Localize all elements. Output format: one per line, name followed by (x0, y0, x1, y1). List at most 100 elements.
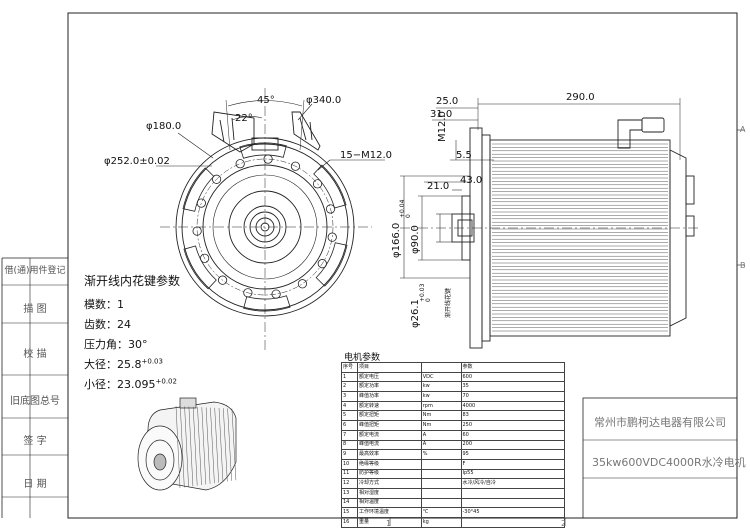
dia-90-label: φ90.0 (410, 225, 421, 254)
table-cell: 峰值电流 (356, 439, 422, 451)
table-cell (420, 478, 462, 489)
table-cell: 绝缘等级 (356, 458, 422, 470)
iso-fin-line (214, 407, 219, 483)
table-cell: 2 (341, 381, 358, 393)
cooling-slot (315, 242, 348, 287)
dia-180-label: φ180.0 (146, 121, 182, 132)
table-cell: kw (420, 381, 462, 393)
spline-major-dia-tolerance: +0.03 (141, 357, 163, 366)
side-label-borrow: 借(通)用件登记 (4, 266, 66, 276)
iso-fin-line (205, 407, 211, 484)
table-cell: 额定扭矩 (356, 410, 422, 422)
table-cell (420, 362, 462, 373)
side-view (400, 98, 700, 349)
iso-fin-line (218, 407, 224, 483)
table-cell: kw (420, 391, 462, 402)
table-cell: 额定功率 (356, 381, 422, 393)
company-name: 常州市鹏柯达电器有限公司 (594, 416, 726, 429)
side-label-trace: 描 图 (23, 304, 47, 315)
spline-minor-dia-tolerance: +0.02 (155, 377, 177, 386)
dia-252-label: φ252.0±0.02 (104, 156, 170, 167)
table-cell: 序号 (341, 362, 358, 373)
cooling-slot (182, 167, 215, 212)
table-cell: 1 (341, 371, 358, 383)
table-cell: 额定电压 (356, 371, 422, 383)
iso-fin-line (201, 407, 207, 485)
bolt-hole (327, 232, 337, 242)
table-cell: 工作环境温度 (356, 507, 422, 518)
table-cell (420, 458, 462, 470)
dia-166-label: φ166.0 (391, 222, 402, 258)
bolt-hole (211, 174, 222, 184)
table-cell: 83 (460, 410, 565, 422)
bolt-hole (290, 161, 301, 171)
cooling-slot (313, 164, 347, 209)
table-cell: 防护等级 (356, 468, 422, 480)
dia-340-label: φ340.0 (306, 95, 342, 106)
iso-fin-line (231, 408, 237, 481)
bolt-hole (217, 275, 228, 285)
product-name: 35kw600VDC4000R水冷电机 (592, 456, 746, 469)
table-cell: 95 (460, 449, 565, 460)
spline-major-diameter: 大径：25.8+0.03 (84, 356, 163, 372)
bolt-hole-pattern (182, 142, 348, 312)
margin-mark-b: B (740, 261, 746, 270)
spline-major-dia-value: 大径：25.8 (84, 358, 142, 371)
side-label-check: 校 描 (23, 349, 47, 360)
angle-22-label: 22° (235, 113, 253, 124)
dia-166-tolerance-lower: 0 (405, 214, 412, 218)
margin-mark-a: A (740, 125, 746, 134)
table-cell: 9 (341, 449, 358, 460)
iso-fin-line (175, 405, 181, 489)
thread-label: 15−M12.0 (340, 150, 392, 161)
table-cell: 相对湿度 (356, 487, 422, 499)
table-cell: A (420, 439, 462, 451)
iso-fin-line (210, 407, 215, 484)
iso-fin-line (197, 406, 202, 486)
table-cell: 额定转速 (356, 400, 422, 412)
table-cell: 重量 (356, 517, 422, 528)
motor-isometric-view (137, 397, 237, 491)
m12-label: M12.0 (437, 111, 448, 142)
table-cell: 相对温度 (356, 497, 422, 509)
table-cell (420, 497, 462, 509)
spline-minor-diameter: 小径：23.095+0.02 (84, 376, 177, 392)
cooling-slot (239, 142, 287, 159)
bolt-hole (312, 179, 323, 189)
table-cell: 最高效率 (356, 449, 422, 460)
table-cell: 14 (341, 497, 358, 509)
iso-fin-line (184, 406, 189, 487)
table-cell: 峰值功率 (356, 391, 422, 402)
table-cell (420, 468, 462, 480)
table-cell: F (460, 458, 565, 470)
dia-26-label: φ26.1 (410, 299, 421, 328)
spline-pressure-angle: 压力角：30° (84, 338, 148, 351)
bolt-hole (192, 226, 202, 236)
table-cell: 250 (460, 420, 565, 431)
spline-teeth: 齿数：24 (84, 318, 131, 331)
len-31-label: 31.0 (430, 109, 453, 120)
spline-minor-dia-value: 小径：23.095 (84, 378, 156, 391)
iso-fin-line (223, 408, 228, 482)
table-cell: 200 (460, 439, 565, 451)
bolt-hole (325, 204, 336, 214)
bolt-hole (235, 159, 245, 169)
table-cell: 70 (460, 391, 565, 402)
table-cell: 15 (341, 507, 358, 518)
bolt-hole (297, 279, 308, 289)
table-cell: 35 (460, 381, 565, 393)
cooling-fins (492, 143, 668, 332)
table-row: 序号项目参数 (341, 362, 565, 373)
table-cell: 峰值扭矩 (356, 420, 422, 431)
table-cell: 参数 (460, 362, 565, 373)
